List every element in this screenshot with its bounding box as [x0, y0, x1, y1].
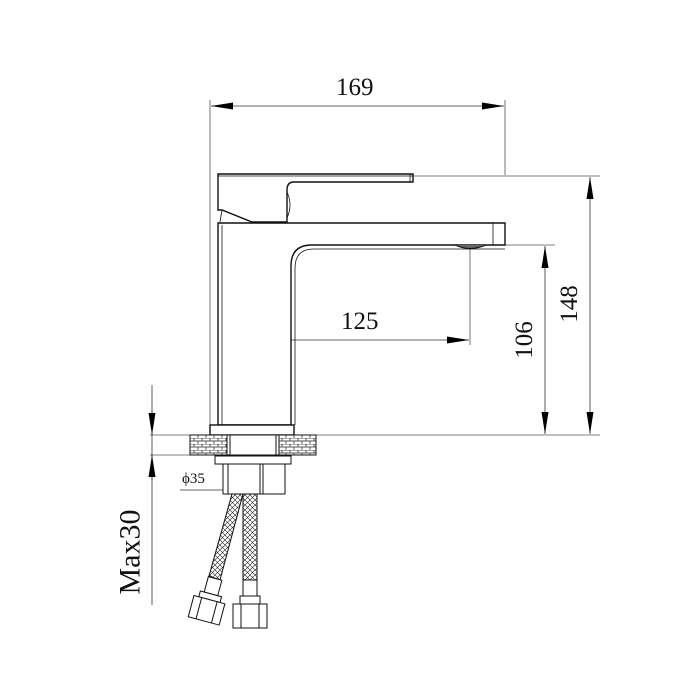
countertop-section [189, 434, 317, 456]
dim-overall-width-label: 169 [336, 74, 374, 101]
faucet [209, 173, 506, 436]
dim-spout-height-label: 106 [510, 321, 538, 359]
dim-spout-reach-label: 125 [341, 308, 379, 335]
dimension-lines [148, 102, 594, 605]
aerator [454, 244, 487, 249]
hose-nut-left [187, 594, 226, 626]
mounting-nut [214, 455, 292, 495]
base-flange [209, 424, 295, 436]
braided-hose-right [242, 493, 258, 581]
dim-overall-height-label: 148 [555, 285, 583, 323]
dim-shank-diameter-label: ϕ35 [182, 471, 205, 487]
lever-handle [217, 173, 414, 223]
dim-max-deck-thickness-label: Max30 [113, 509, 147, 595]
braided-hose-left [208, 493, 244, 581]
braided-hoses [187, 493, 268, 629]
hose-nut-right [232, 603, 268, 629]
extension-lines [150, 100, 600, 456]
tap-body [217, 222, 506, 426]
